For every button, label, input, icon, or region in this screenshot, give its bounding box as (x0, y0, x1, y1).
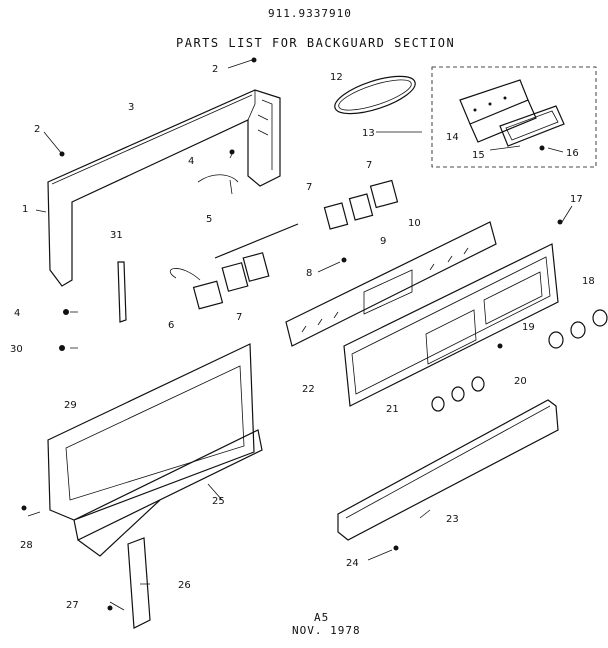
callout-4b: 4 (14, 308, 20, 319)
clock-assembly-box-part-13 (431, 66, 597, 168)
clip-part-31 (117, 261, 127, 323)
callout-20: 20 (514, 376, 527, 387)
callout-10: 10 (408, 218, 421, 229)
callout-22: 22 (302, 384, 315, 395)
callout-9: 9 (380, 236, 386, 247)
callout-23: 23 (446, 514, 459, 525)
callout-8: 8 (306, 268, 312, 279)
callout-27: 27 (66, 600, 79, 611)
rear-cover-part-29 (47, 343, 263, 557)
callout-28: 28 (20, 540, 33, 551)
bracket-part-26 (127, 537, 151, 629)
control-panel-part-9 (285, 221, 497, 347)
callout-3: 3 (128, 102, 134, 113)
callout-29: 29 (64, 400, 77, 411)
callout-7a: 7 (366, 160, 372, 171)
leader-lines (21, 57, 573, 611)
callout-2a: 2 (212, 64, 218, 75)
harness-part-5 (197, 174, 239, 195)
callout-18: 18 (582, 276, 595, 287)
callout-30: 30 (10, 344, 23, 355)
callout-19: 19 (522, 322, 535, 333)
callout-26: 26 (178, 580, 191, 591)
callout-21: 21 (386, 404, 399, 415)
callout-16: 16 (566, 148, 579, 159)
callout-4a: 4 (188, 156, 194, 167)
callout-25: 25 (212, 496, 225, 507)
callout-5: 5 (206, 214, 212, 225)
model-number: 911.9337910 (268, 7, 352, 20)
trim-strip-part-23 (337, 399, 559, 541)
callout-6: 6 (168, 320, 174, 331)
callout-13: 13 (362, 128, 375, 139)
backguard-frame-part-3 (47, 89, 281, 287)
callout-17: 17 (570, 194, 583, 205)
switches-parts-7-10 (169, 179, 399, 310)
callout-1: 1 (22, 204, 28, 215)
wire-loop-part-12 (334, 75, 416, 115)
callout-7b: 7 (306, 182, 312, 193)
callout-2b: 2 (34, 124, 40, 135)
callout-31: 31 (110, 230, 123, 241)
control-knobs (431, 309, 608, 412)
lower-panel-part-22 (343, 243, 559, 407)
page-date: NOV. 1978 (292, 624, 361, 637)
callout-14: 14 (446, 132, 459, 143)
callout-15: 15 (472, 150, 485, 161)
callout-24: 24 (346, 558, 359, 569)
page-code: A5 (314, 611, 330, 624)
page-title: PARTS LIST FOR BACKGUARD SECTION (176, 36, 456, 50)
callout-7c: 7 (236, 312, 242, 323)
callout-12: 12 (330, 72, 343, 83)
callout-labels: 1 2 2 3 4 4 5 6 7 7 7 8 9 10 12 13 14 15… (10, 64, 595, 611)
